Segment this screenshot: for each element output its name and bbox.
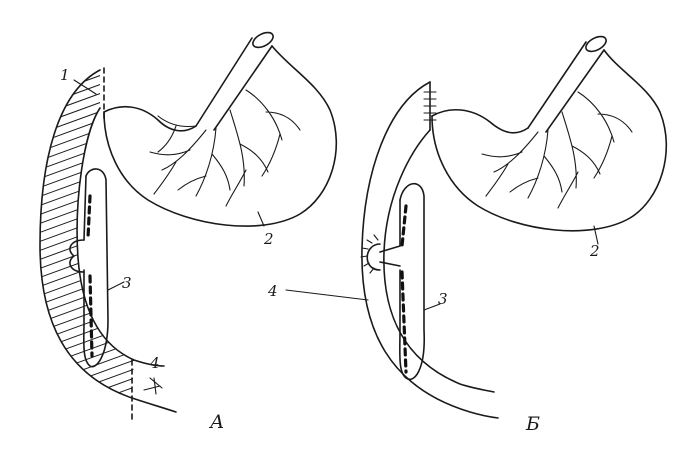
hatch-line	[40, 357, 134, 398]
panel-a-resected-loop	[30, 0, 177, 463]
panel-a-stomach	[103, 45, 338, 227]
panel-b-label-2: 2	[589, 242, 600, 260]
panel-a-leaders	[73, 79, 265, 395]
hatch-line	[40, 375, 134, 398]
hatch-line	[40, 366, 134, 398]
hatch-line	[40, 339, 134, 381]
panel-b-stomach	[431, 49, 668, 232]
panel-b-label-3: 3	[438, 290, 448, 308]
hatch-line	[40, 312, 134, 354]
hatch-line	[30, 439, 140, 463]
hatch-line	[30, 403, 140, 443]
panel-a-label-1: 1	[60, 66, 70, 84]
panel-a-label-3: 3	[122, 274, 132, 292]
hatch-line	[30, 16, 140, 56]
hatch-line	[40, 384, 134, 398]
panel-a-loop-3	[69, 168, 109, 368]
hatch-line	[40, 231, 134, 273]
panel-a: 1 2 3 4 А	[30, 0, 338, 463]
hatch-line	[30, 0, 140, 38]
hatch-line	[30, 7, 140, 47]
hatch-line	[30, 25, 140, 65]
panel-a-label-2: 2	[263, 230, 274, 248]
panel-b-jejunal-loop	[361, 81, 499, 419]
panel-b-loop-3	[360, 182, 425, 381]
hatch-line	[40, 123, 134, 165]
panel-b-esophagus	[527, 35, 607, 133]
hatch-line	[40, 303, 134, 345]
hatch-line	[40, 70, 134, 75]
hatch-line	[30, 412, 140, 452]
panel-b-label-4: 4	[267, 282, 278, 300]
panel-b-leaders	[285, 225, 599, 311]
hatch-line	[40, 393, 134, 398]
hatch-line	[40, 105, 134, 147]
hatch-line	[40, 87, 134, 129]
hatch-line	[30, 0, 140, 29]
panel-a-label-4: 4	[149, 354, 160, 372]
hatch-line	[40, 70, 134, 84]
hatch-line	[40, 96, 134, 138]
hatch-line	[30, 430, 140, 463]
hatch-line	[40, 70, 134, 111]
panel-b-letter: Б	[525, 413, 540, 435]
hatch-line	[30, 421, 140, 461]
hatch-line	[40, 78, 134, 120]
panel-b: 2 3 4 Б	[267, 35, 668, 435]
hatch-line	[40, 70, 134, 93]
hatch-line	[30, 0, 140, 20]
panel-a-esophagus	[195, 31, 274, 131]
panel-a-letter: А	[208, 411, 224, 433]
